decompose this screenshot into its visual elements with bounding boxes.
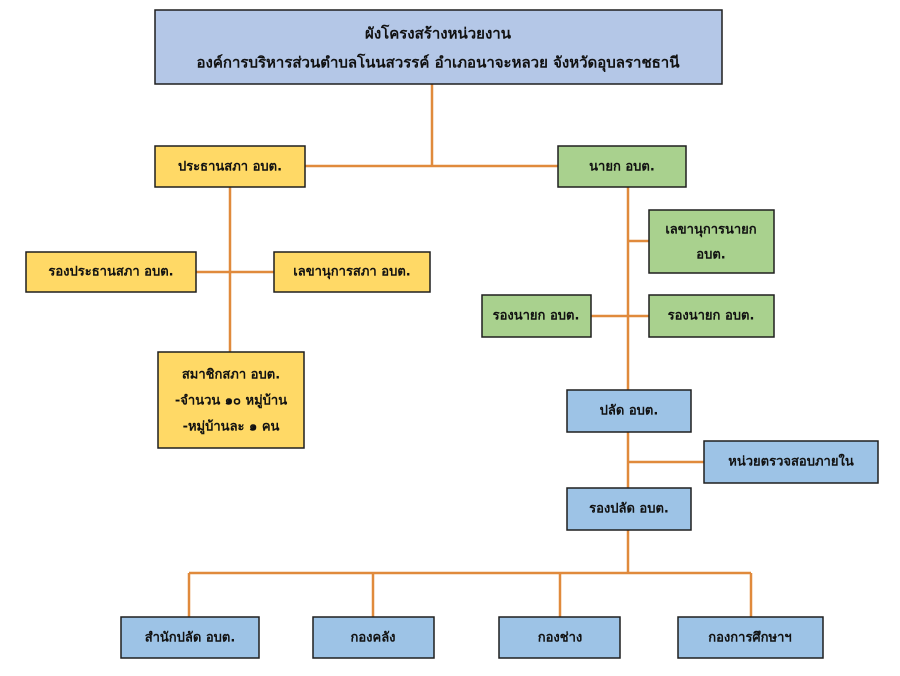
node-council-vice-president: รองประธานสภา อบต. xyxy=(25,251,197,293)
node-mayor-secretary-line1: เลขานุการนายก xyxy=(665,223,756,238)
node-council-president: ประธานสภา อบต. xyxy=(154,145,306,188)
connectors xyxy=(187,84,753,617)
node-council-members-line1: สมาชิกสภา อบต. xyxy=(182,368,280,383)
node-council-vice-president-label: รองประธานสภา อบต. xyxy=(48,265,173,280)
header-title-line2: องค์การบริหารส่วนตำบลโนนสวรรค์ อำเภอนาจะ… xyxy=(197,53,681,73)
node-deputy-mayor-left-label: รองนายก อบต. xyxy=(493,309,580,324)
node-deputy-mayor-right: รองนายก อบต. xyxy=(648,294,775,338)
node-division-engineering: กองช่าง xyxy=(498,616,621,659)
node-mayor-secretary-line2: อบต. xyxy=(696,248,725,263)
node-division-engineering-label: กองช่าง xyxy=(538,631,583,646)
header-title-line1: ผังโครงสร้างหน่วยงาน xyxy=(365,24,512,43)
node-division-finance-label: กองคลัง xyxy=(350,631,395,646)
node-deputy-mayor-left: รองนายก อบต. xyxy=(481,294,592,338)
node-division-education: กองการศึกษาฯ xyxy=(677,616,824,659)
node-deputy-chief-administrator-label: รองปลัด อบต. xyxy=(589,502,669,517)
node-deputy-mayor-right-label: รองนายก อบต. xyxy=(668,309,755,324)
node-division-education-label: กองการศึกษาฯ xyxy=(708,630,791,646)
node-council-president-label: ประธานสภา อบต. xyxy=(178,160,282,175)
node-council-members-line3: -หมู่บ้านละ ๑ คน xyxy=(183,419,280,435)
node-chief-administrator: ปลัด อบต. xyxy=(566,389,692,433)
node-mayor: นายก อบต. xyxy=(557,145,687,188)
node-division-finance: กองคลัง xyxy=(312,616,435,659)
node-council-secretary-label: เลขานุการสภา อบต. xyxy=(293,265,410,280)
node-council-secretary: เลขานุการสภา อบต. xyxy=(273,251,431,293)
node-council-members: สมาชิกสภา อบต. -จำนวน ๑๐ หมู่บ้าน -หมู่บ… xyxy=(157,351,305,449)
header-box: ผังโครงสร้างหน่วยงาน องค์การบริหารส่วนตำ… xyxy=(154,9,723,85)
node-internal-audit-label: หน่วยตรวจสอบภายใน xyxy=(728,453,854,470)
node-deputy-chief-administrator: รองปลัด อบต. xyxy=(566,487,692,531)
node-division-office: สำนักปลัด อบต. xyxy=(120,616,260,659)
node-mayor-secretary: เลขานุการนายก อบต. xyxy=(648,209,775,274)
node-chief-administrator-label: ปลัด อบต. xyxy=(600,404,659,419)
node-mayor-label: นายก อบต. xyxy=(589,160,655,175)
node-internal-audit: หน่วยตรวจสอบภายใน xyxy=(703,440,879,484)
node-division-office-label: สำนักปลัด อบต. xyxy=(145,630,236,646)
node-council-members-line2: -จำนวน ๑๐ หมู่บ้าน xyxy=(175,393,287,409)
